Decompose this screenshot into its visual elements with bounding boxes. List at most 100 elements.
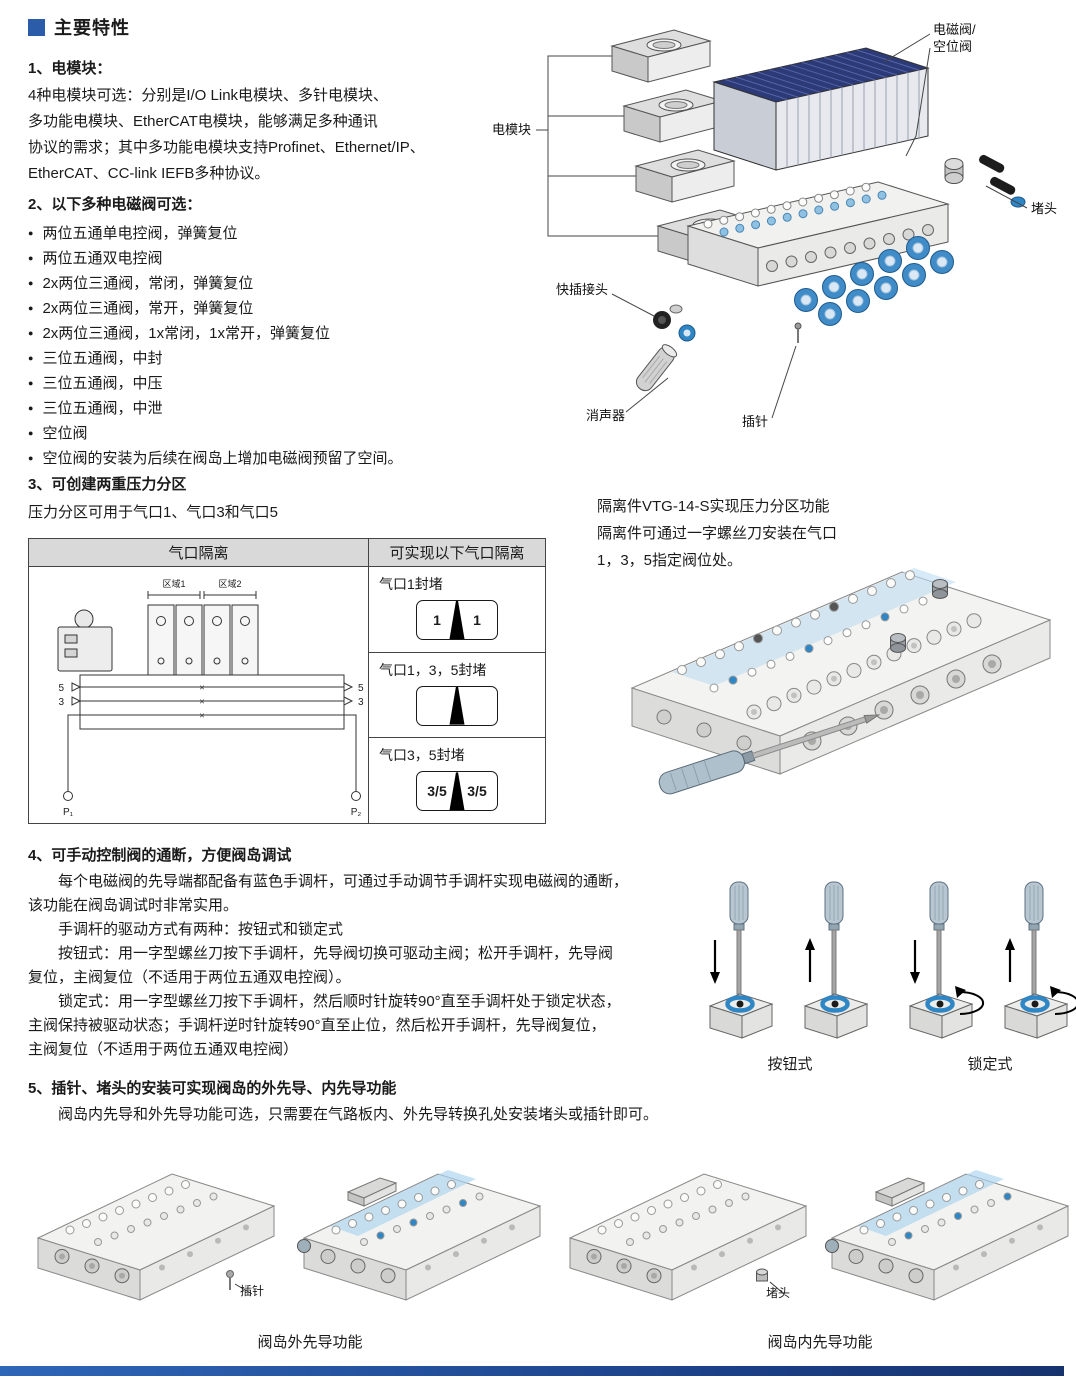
bullet-icon: ●	[28, 303, 34, 313]
bullet-icon: ●	[28, 353, 34, 363]
label-valve-line2: 空位阀	[933, 39, 972, 54]
pressure-zone-table: 气口隔离 可实现以下气口隔离	[28, 538, 546, 824]
isolator-note: 隔离件VTG-14-S实现压力分区功能 隔离件可通过一字螺丝刀安装在气口 1，3…	[597, 498, 838, 569]
caption-external-pilot: 阀岛外先导功能	[257, 1334, 363, 1351]
section-2-heading: 2、以下多种电磁阀可选：	[28, 196, 202, 213]
screwdriver	[658, 714, 881, 795]
row-label: 气口1封堵	[379, 576, 443, 592]
electric-module	[623, 89, 723, 143]
section-4-paragraph: 按钮式：用一字型螺丝刀按下手调杆，先导阀切换可驱动主阀；松开手调杆，先导阀 复位…	[28, 945, 614, 986]
isolator-installation-illustration	[630, 568, 1052, 795]
internal-pilot-manifold-a	[568, 1173, 808, 1301]
electric-module	[635, 149, 735, 203]
port-number: 1	[433, 612, 441, 628]
valve-options-list: ●两位五通单电控阀，弹簧复位 ●两位五通双电控阀 ●2x两位三通阀，常闭，弹簧复…	[28, 222, 502, 472]
isolation-diagram	[416, 685, 498, 726]
table-row: 气口3，5封堵 3/5 3/5	[369, 737, 545, 823]
list-item: ● 空位阀	[28, 422, 502, 447]
push-in-fittings	[794, 236, 954, 326]
p2-label: P₂	[350, 807, 361, 818]
list-item-text: 两位五通双电控阀	[42, 250, 163, 267]
label-electric-module: 电模块	[492, 122, 531, 137]
list-item: ● 三位五通阀，中压	[28, 372, 502, 397]
plug-callout-label: 堵头	[766, 1286, 791, 1300]
valve-slice-block	[712, 47, 930, 171]
silencer	[635, 344, 678, 392]
title-marker-icon	[28, 18, 45, 36]
list-item: ● 三位五通阀，中泄	[28, 397, 502, 422]
list-item-text: 两位五通单电控阀，弹簧复位	[42, 225, 238, 242]
svg-text:×: ×	[199, 697, 204, 707]
module-bracket-lines	[536, 55, 658, 237]
list-item-text: 2x两位三通阀，常开，弹簧复位	[42, 300, 254, 317]
blanking-plugs	[944, 154, 1026, 208]
section-4-paragraph: 每个电磁阀的先导端都配备有蓝色手调杆，可通过手动调节手调杆实现电磁阀的通断， 该…	[28, 873, 629, 914]
label-plug: 堵头	[1031, 201, 1057, 216]
bullet-icon: ●	[28, 378, 34, 388]
caption-push-type: 按钮式	[767, 1056, 813, 1073]
port5-right-label: 5	[358, 683, 364, 694]
page-title: 主要特性	[54, 18, 130, 38]
bullet-icon: ●	[28, 428, 34, 438]
section-4-paragraph: 手调杆的驱动方式有两种：按钮式和锁定式	[58, 921, 344, 938]
list-item-text: 三位五通阀，中压	[42, 375, 163, 392]
pin-callout-label: 插针	[240, 1284, 265, 1298]
table-header-left: 气口隔离	[29, 539, 369, 566]
pilot-pin	[794, 322, 802, 343]
svg-text:×: ×	[199, 711, 204, 721]
screwdriver-press-unit	[708, 881, 774, 1039]
label-pin: 插针	[742, 414, 768, 429]
section-5-body: 阀岛内先导和外先导功能可选，只需要在气路板内、外先导转换孔处安装堵头或插针即可。	[58, 1106, 659, 1123]
isolation-schematic-cell: ××× 区域1 区域2 5 3 5 3 P₁ P₂	[29, 567, 369, 823]
leader-lines	[611, 33, 1028, 419]
label-valve-line1: 电磁阀/	[933, 22, 976, 37]
section-5-heading: 5、插针、堵头的安装可实现阀岛的外先导、内先导功能	[28, 1080, 397, 1097]
section-1-heading: 1、电模块：	[28, 60, 112, 77]
p1-label: P₁	[62, 807, 73, 818]
bullet-icon: ●	[28, 403, 34, 413]
port-number: 1	[473, 612, 481, 628]
lock-override-illustration	[908, 881, 1076, 1039]
row-label: 气口3，5封堵	[379, 747, 465, 764]
list-item: ● 2x两位三通阀，常开，弹簧复位	[28, 297, 502, 322]
screwdriver-press-unit	[1003, 881, 1076, 1039]
port3-right-label: 3	[358, 697, 364, 708]
list-item: ● 三位五通阀，中封	[28, 347, 502, 372]
row-label: 气口1，3，5封堵	[379, 661, 487, 678]
port5-left-label: 5	[58, 683, 64, 694]
bullet-icon: ●	[28, 253, 34, 263]
section-1: 1、电模块： 4种电模块可选：分别是I/O Link电模块、多针电模块、 多功能…	[28, 58, 490, 187]
isolation-diagram: 1 1	[416, 600, 498, 640]
list-item: ●空位阀的安装为后续在阀岛上增加电磁阀预留了空间。	[28, 447, 502, 472]
list-item-text: 三位五通阀，中封	[42, 350, 163, 367]
caption-lock-type: 锁定式	[967, 1056, 1013, 1073]
port-number: 3/5	[427, 783, 447, 800]
table-header-right: 可实现以下气口隔离	[389, 545, 525, 562]
bullet-icon: ●	[28, 328, 34, 338]
list-item: ●两位五通单电控阀，弹簧复位	[28, 222, 502, 247]
list-item-text: 空位阀	[42, 425, 88, 442]
bullet-icon: ●	[28, 278, 34, 288]
internal-pilot-manifold-b	[825, 1170, 1070, 1301]
zone2-label: 区域2	[218, 578, 241, 589]
list-item: ●2x两位三通阀，1x常闭，1x常开，弹簧复位	[28, 322, 502, 347]
caption-internal-pilot: 阀岛内先导功能	[767, 1334, 873, 1351]
push-override-illustration	[708, 881, 869, 1039]
section-title-row: 主要特性	[28, 14, 130, 40]
section-1-body: 4种电模块可选：分别是I/O Link电模块、多针电模块、 多功能电模块、Eth…	[28, 87, 425, 182]
table-row: 气口1，3，5封堵	[369, 651, 545, 738]
list-item-text: 空位阀的安装为后续在阀岛上增加电磁阀预留了空间。	[42, 450, 403, 467]
zone1-label: 区域1	[162, 578, 185, 589]
section-3-heading: 3、可创建两重压力分区	[28, 476, 187, 493]
exploded-view-illustration: 电磁阀/ 空位阀 电模块 堵头 快插接头 消声器 插针	[492, 22, 1057, 429]
list-item-text: 2x两位三通阀，常闭，弹簧复位	[42, 275, 254, 292]
list-item: ● 2x两位三通阀，常闭，弹簧复位	[28, 272, 502, 297]
screwdriver-press-unit	[908, 881, 985, 1039]
screwdriver-press-unit	[803, 881, 869, 1039]
label-quick-fitting: 快插接头	[556, 282, 608, 297]
list-item-text: 三位五通阀，中泄	[42, 400, 163, 417]
pilot-pin	[226, 1270, 253, 1295]
table-row: 气口1封堵 1 1	[369, 567, 545, 652]
section-3-intro: 压力分区可用于气口1、气口3和气口5	[28, 504, 279, 521]
